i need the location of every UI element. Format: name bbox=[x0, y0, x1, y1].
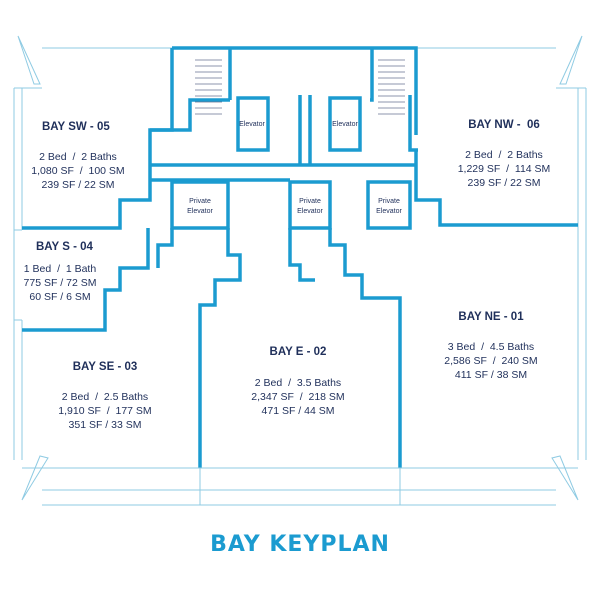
unit-name: BAY NE - 01 bbox=[458, 311, 524, 323]
unit-interior: 1,080 SF / 100 SM bbox=[31, 165, 124, 177]
unit-exterior: 239 SF / 22 SM bbox=[42, 179, 115, 191]
west-elevator-label: Elevator bbox=[239, 121, 265, 128]
unit-beds: 2 Bed / 2.5 Baths bbox=[62, 391, 148, 403]
unit-bay-s-04: BAY S - 04 1 Bed / 1 Bath 775 SF / 72 SM… bbox=[24, 241, 97, 303]
unit-name: BAY SW - 05 bbox=[42, 121, 110, 133]
private-elevator-2-line2: Elevator bbox=[297, 208, 323, 215]
private-elevator-3-line1: Private bbox=[378, 198, 400, 205]
building-outline bbox=[13, 35, 587, 506]
unit-name: BAY SE - 03 bbox=[73, 361, 138, 373]
unit-interior: 775 SF / 72 SM bbox=[24, 277, 97, 289]
unit-bay-nw-06: BAY NW - 06 2 Bed / 2 Baths 1,229 SF / 1… bbox=[458, 119, 551, 189]
unit-exterior: 60 SF / 6 SM bbox=[29, 291, 90, 303]
unit-interior: 2,586 SF / 240 SM bbox=[444, 355, 537, 367]
unit-exterior: 351 SF / 33 SM bbox=[69, 419, 142, 431]
unit-name: BAY NW - 06 bbox=[468, 119, 540, 131]
unit-bay-se-03: BAY SE - 03 2 Bed / 2.5 Baths 1,910 SF /… bbox=[58, 361, 151, 431]
unit-bay-sw-05: BAY SW - 05 2 Bed / 2 Baths 1,080 SF / 1… bbox=[31, 121, 124, 191]
east-elevator-label: Elevator bbox=[332, 121, 358, 128]
unit-beds: 2 Bed / 2 Baths bbox=[465, 149, 543, 161]
unit-name: BAY E - 02 bbox=[270, 346, 327, 358]
unit-exterior: 471 SF / 44 SM bbox=[262, 405, 335, 417]
private-elevator-2-line1: Private bbox=[299, 198, 321, 205]
unit-walls bbox=[22, 46, 578, 469]
unit-interior: 2,347 SF / 218 SM bbox=[251, 391, 344, 403]
unit-beds: 3 Bed / 4.5 Baths bbox=[448, 341, 534, 353]
unit-name: BAY S - 04 bbox=[36, 241, 93, 253]
private-elevator-1-line1: Private bbox=[189, 198, 211, 205]
private-elevator-3-line2: Elevator bbox=[376, 208, 402, 215]
keyplan-title: BAY KEYPLAN bbox=[210, 532, 390, 557]
east-stair bbox=[378, 59, 405, 115]
private-elevator-1-line2: Elevator bbox=[187, 208, 213, 215]
west-stair bbox=[195, 59, 222, 115]
unit-interior: 1,229 SF / 114 SM bbox=[458, 163, 551, 175]
unit-beds: 1 Bed / 1 Bath bbox=[24, 263, 97, 275]
unit-beds: 2 Bed / 2 Baths bbox=[39, 151, 117, 163]
unit-bay-e-02: BAY E - 02 2 Bed / 3.5 Baths 2,347 SF / … bbox=[251, 346, 344, 417]
unit-beds: 2 Bed / 3.5 Baths bbox=[255, 377, 341, 389]
unit-interior: 1,910 SF / 177 SM bbox=[58, 405, 151, 417]
unit-bay-ne-01: BAY NE - 01 3 Bed / 4.5 Baths 2,586 SF /… bbox=[444, 311, 537, 381]
unit-exterior: 411 SF / 38 SM bbox=[455, 369, 527, 381]
unit-exterior: 239 SF / 22 SM bbox=[468, 177, 541, 189]
